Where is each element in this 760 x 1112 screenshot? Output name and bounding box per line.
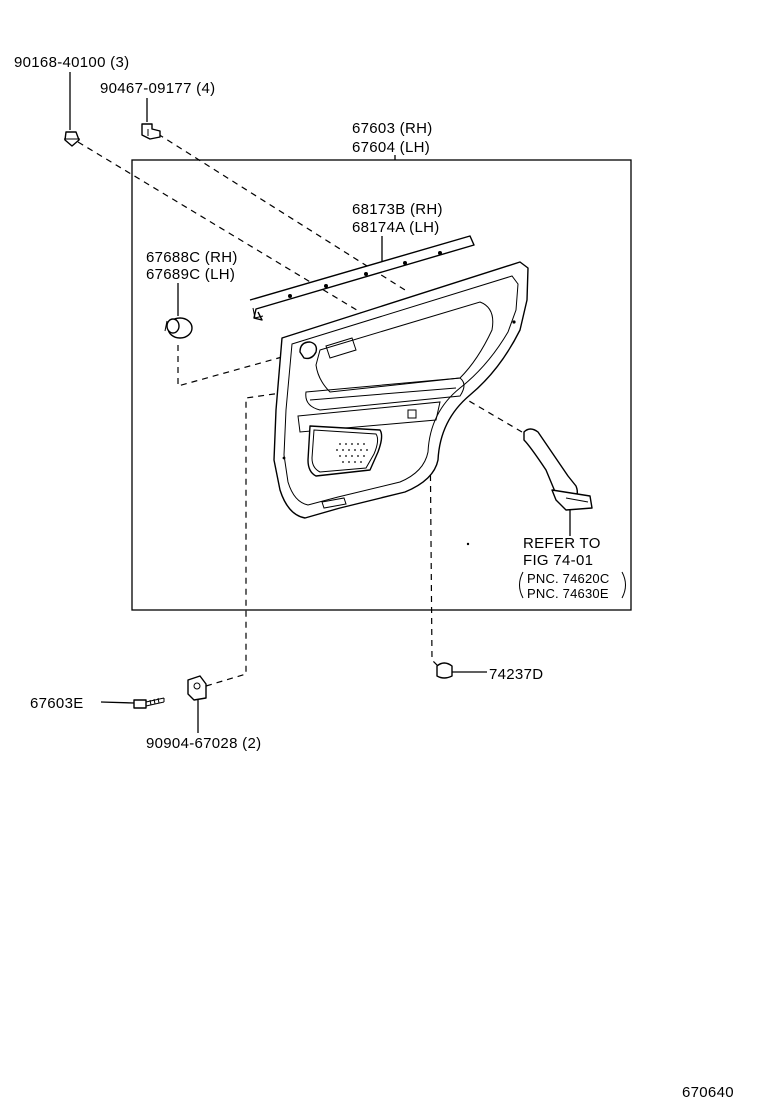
assembly-frame	[131, 159, 632, 611]
label-90904-67028: 90904-67028 (2)	[146, 735, 261, 752]
label-68174a-lh: 68174A (LH)	[352, 219, 440, 236]
label-68173b-rh: 68173B (RH)	[352, 201, 443, 218]
bolt-90168-icon	[64, 131, 80, 147]
speaker-grille-dots-icon	[336, 443, 368, 463]
label-67603-rh: 67603 (RH)	[352, 120, 433, 137]
pnc-bracket-left	[519, 571, 524, 599]
weatherstrip-icon	[249, 235, 475, 321]
pnc-bracket-right	[621, 571, 626, 599]
label-refer-to: REFER TO	[523, 535, 601, 552]
label-pnc-74630e: PNC. 74630E	[527, 586, 609, 601]
figure-number: 670640	[682, 1084, 734, 1101]
label-67689c-lh: 67689C (LH)	[146, 266, 235, 283]
label-67688c-rh: 67688C (RH)	[146, 249, 238, 266]
label-90168-40100: 90168-40100 (3)	[14, 54, 129, 71]
label-pnc-74620c: PNC. 74620C	[527, 571, 609, 586]
stray-dot	[466, 542, 470, 546]
dash-panel-to-cap	[429, 419, 443, 671]
dash-cover-to-panel	[177, 345, 301, 387]
label-90467-09177: 90467-09177 (4)	[100, 80, 215, 97]
bracket-90904-icon	[187, 675, 207, 701]
cap-74237d-icon	[436, 662, 453, 679]
label-67603e: 67603E	[30, 695, 84, 712]
label-74237d: 74237D	[489, 666, 543, 683]
dash-bolt-to-panel	[77, 141, 371, 319]
screw-67603e-icon	[133, 697, 165, 709]
inside-handle-icon	[523, 428, 593, 511]
dash-clip-to-panel	[157, 133, 406, 291]
door-trim-panel	[273, 261, 529, 519]
label-fig-74-01: FIG 74-01	[523, 552, 593, 569]
label-67604-lh: 67604 (LH)	[352, 139, 430, 156]
cover-cap-icon	[164, 317, 193, 339]
dash-bracket-to-panel	[205, 391, 289, 687]
clip-90467-icon	[141, 123, 161, 140]
leader-67603e	[100, 701, 135, 704]
